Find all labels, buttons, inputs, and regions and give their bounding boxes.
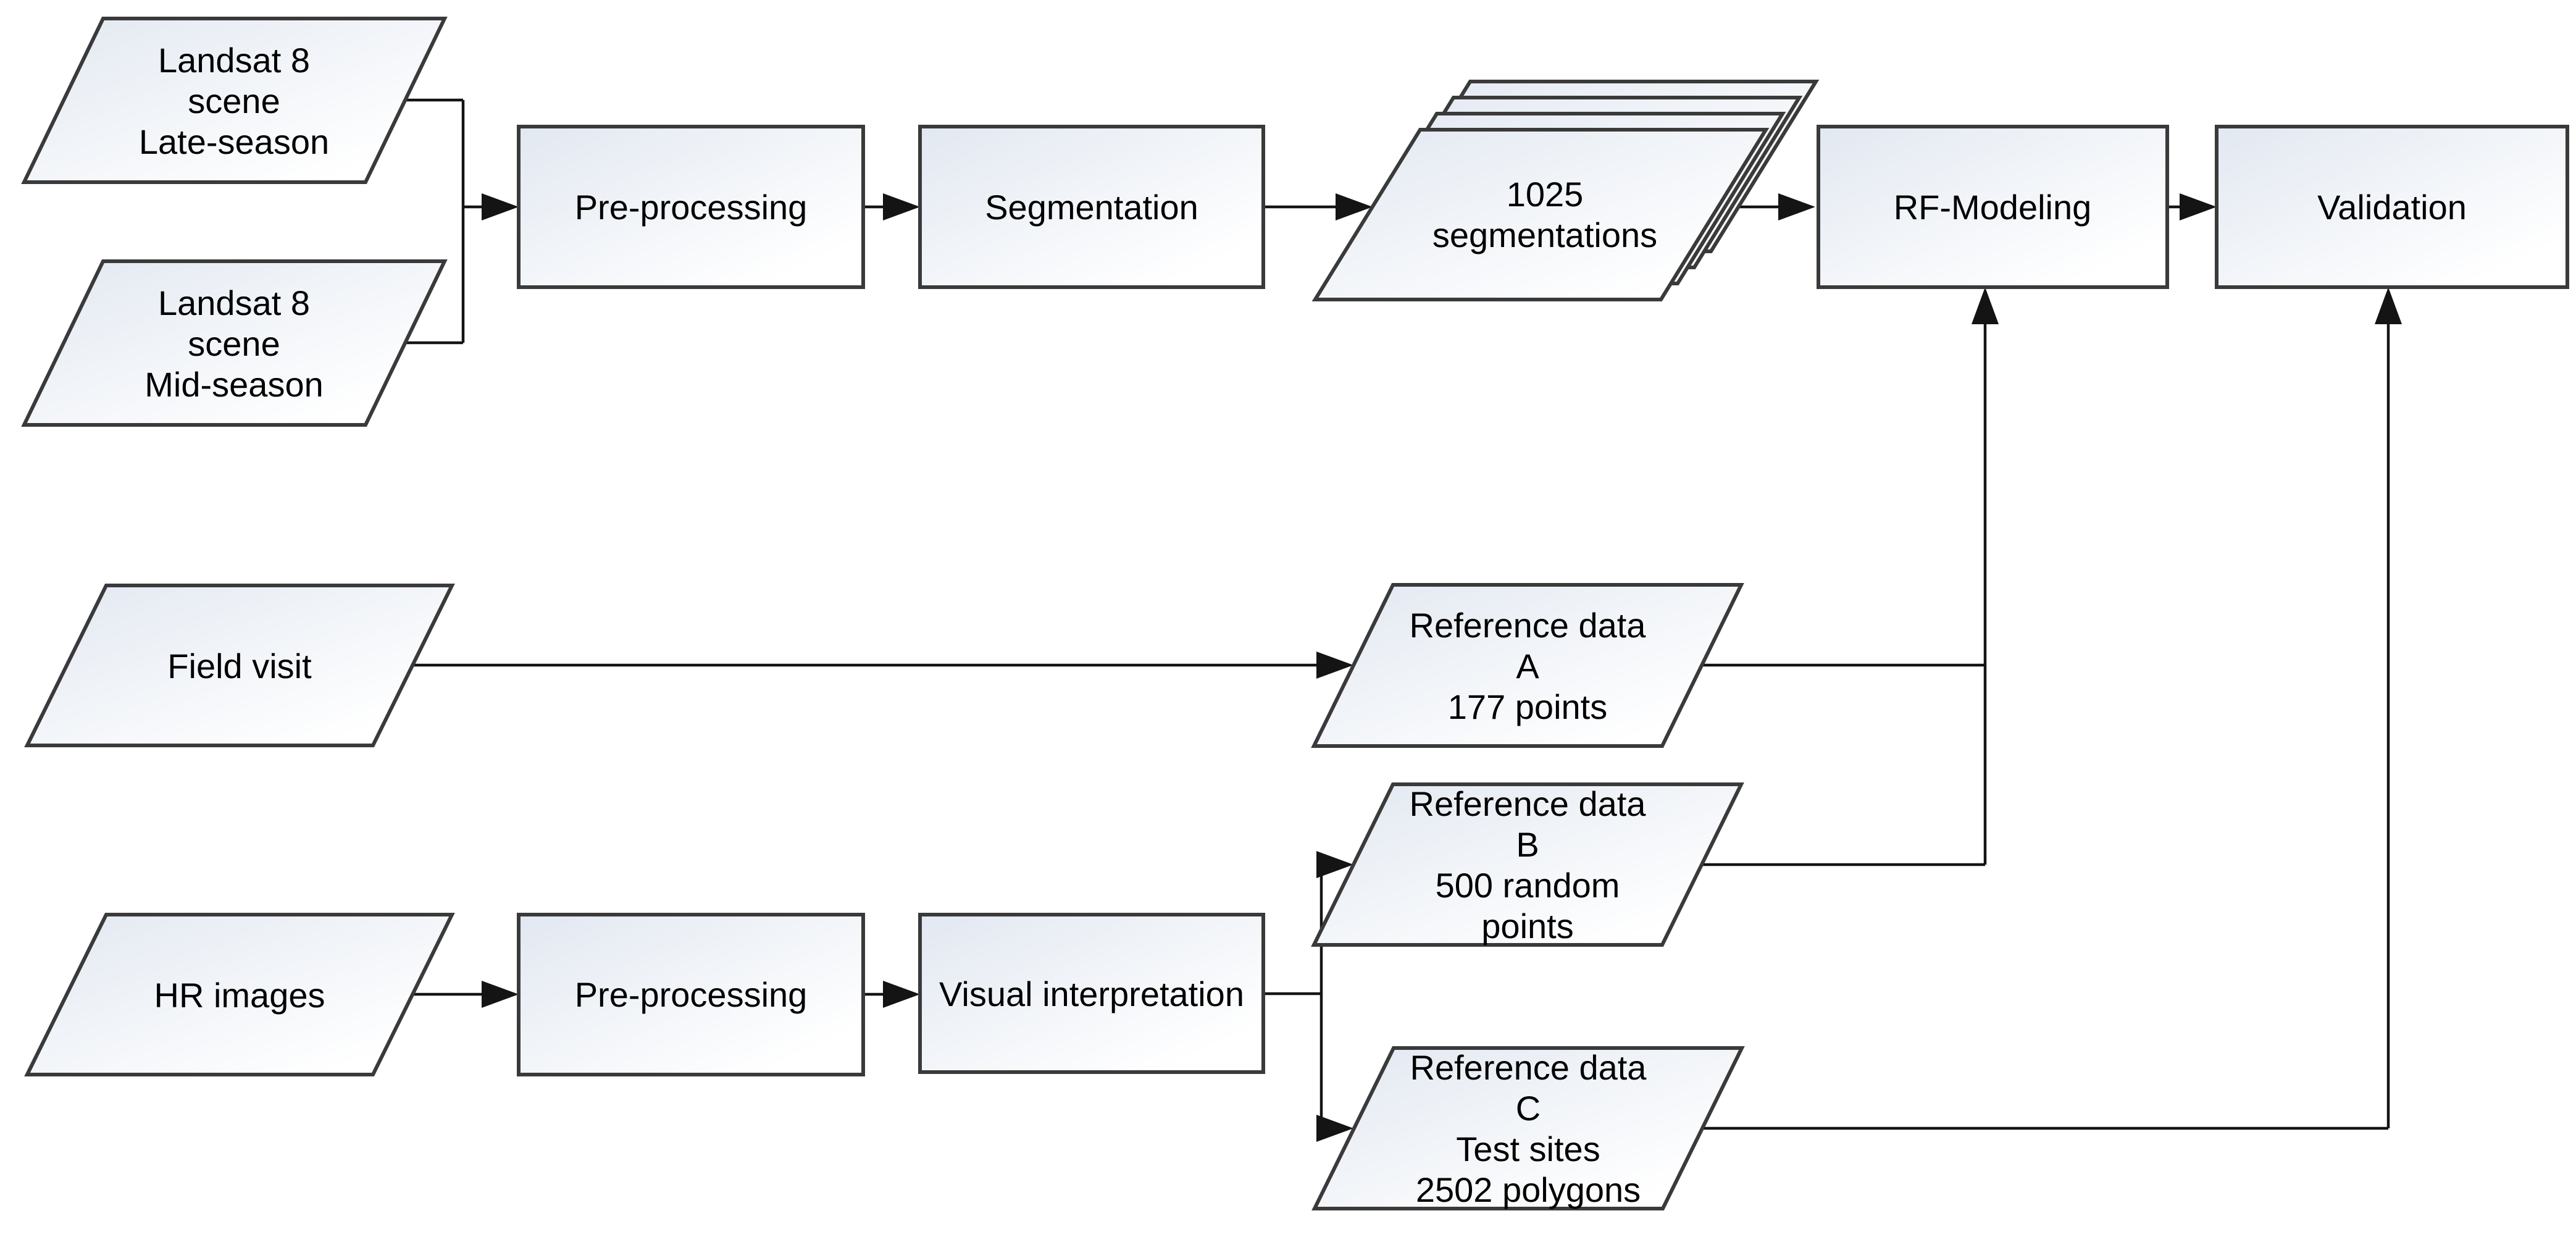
node-reference-a: Reference data A 177 points (1311, 583, 1744, 748)
connector-hr-to-preprocessing (412, 981, 519, 1008)
node-label: Segmentation (985, 188, 1198, 227)
process-box (918, 125, 1265, 289)
node-label: 177 points (1448, 687, 1607, 726)
parallelogram-reference-b (1311, 782, 1744, 947)
connector-preprocessing-to-segmentation (863, 193, 920, 220)
parallelogram-landsat-mid (21, 259, 448, 427)
parallelogram-landsat-late (21, 17, 448, 184)
node-label: Reference data (1410, 784, 1647, 823)
node-label: HR images (154, 976, 325, 1015)
node-preprocessing-bottom: Pre-processing (517, 913, 865, 1076)
node-validation: Validation (2215, 125, 2569, 289)
stack-layer-front (1311, 128, 1770, 301)
node-label: Mid-season (144, 365, 323, 404)
node-landsat-mid: Landsat 8 scene Mid-season (21, 259, 448, 427)
connector-line (1263, 863, 1349, 1130)
node-reference-c: Reference data C Test sites 2502 polygon… (1311, 1046, 1745, 1210)
node-label: C (1516, 1089, 1541, 1128)
node-label: Visual interpretation (939, 975, 1244, 1013)
node-label: Test sites (1456, 1130, 1600, 1168)
node-hr-images: HR images (24, 913, 455, 1076)
node-reference-b: Reference data B 500 random points (1311, 782, 1744, 947)
node-label: Landsat 8 (158, 283, 310, 322)
arrowhead-into-segmentation (883, 193, 920, 220)
arrowhead-into-reference-a (1316, 652, 1353, 679)
connector-rf-to-validation (2167, 193, 2217, 220)
node-label: scene (188, 82, 280, 120)
arrowhead-into-validation (2180, 193, 2217, 220)
node-segmentations-stack: 1025 segmentations (1311, 80, 1820, 301)
parallelogram-field-visit (24, 584, 455, 747)
parallelogram-reference-c (1311, 1046, 1745, 1210)
arrowhead-into-rf-bottom (1972, 287, 1999, 324)
connector-segmentation-to-stack (1263, 193, 1373, 220)
node-label: 2502 polygons (1416, 1170, 1641, 1209)
node-label: B (1516, 825, 1539, 864)
node-segmentation: Segmentation (918, 125, 1265, 289)
arrowhead-into-rf (1778, 193, 1815, 220)
node-label: 500 random (1436, 866, 1620, 905)
connector-field-to-reference-a (412, 652, 1353, 679)
node-label: Late-season (139, 122, 329, 161)
node-label: Pre-processing (575, 975, 808, 1014)
node-label: segmentations (1432, 216, 1657, 254)
connector-line (1702, 292, 1987, 866)
node-label: RF-Modeling (1894, 188, 2092, 227)
arrowhead-into-reference-b (1316, 851, 1353, 878)
parallelogram-reference-a (1311, 583, 1744, 748)
arrowhead-into-reference-c (1316, 1115, 1353, 1142)
node-label: Validation (2317, 188, 2467, 227)
arrowhead-into-visual-interpretation (883, 981, 920, 1008)
connector-visual-branch (1263, 851, 1353, 1142)
connector-line (405, 98, 514, 345)
connector-reference-c-to-validation (1702, 287, 2402, 1130)
arrowhead-into-validation-bottom (2375, 287, 2402, 324)
node-rf-modeling: RF-Modeling (1817, 125, 2169, 289)
arrowhead-into-preprocessing-bottom (482, 981, 519, 1008)
node-preprocessing-top: Pre-processing (517, 125, 865, 289)
connector-line (1702, 292, 2390, 1130)
node-label: Landsat 8 (158, 41, 310, 80)
node-label: Reference data (1410, 1048, 1647, 1087)
parallelogram-hr-images (24, 913, 455, 1076)
node-visual-interpretation: Visual interpretation (918, 913, 1265, 1074)
node-landsat-late: Landsat 8 scene Late-season (21, 17, 448, 184)
process-box (2215, 125, 2569, 289)
process-box (517, 125, 865, 289)
process-box (1817, 125, 2169, 289)
connector-references-to-rf (1702, 287, 1999, 866)
connector-landsat-bracket (405, 98, 519, 345)
node-label: Field visit (167, 647, 312, 686)
connector-preprocessing-to-visual (863, 981, 920, 1008)
arrowhead-into-preprocessing-top (482, 193, 519, 220)
process-box (517, 913, 865, 1076)
node-label: points (1481, 907, 1573, 946)
node-label: Pre-processing (575, 188, 808, 227)
arrowhead-into-stack (1336, 193, 1373, 220)
node-label: 1025 (1507, 175, 1584, 214)
node-field-visit: Field visit (24, 584, 455, 747)
node-label: Reference data (1410, 606, 1647, 645)
node-label: scene (188, 324, 280, 363)
process-box (918, 913, 1265, 1074)
node-label: A (1516, 647, 1539, 686)
